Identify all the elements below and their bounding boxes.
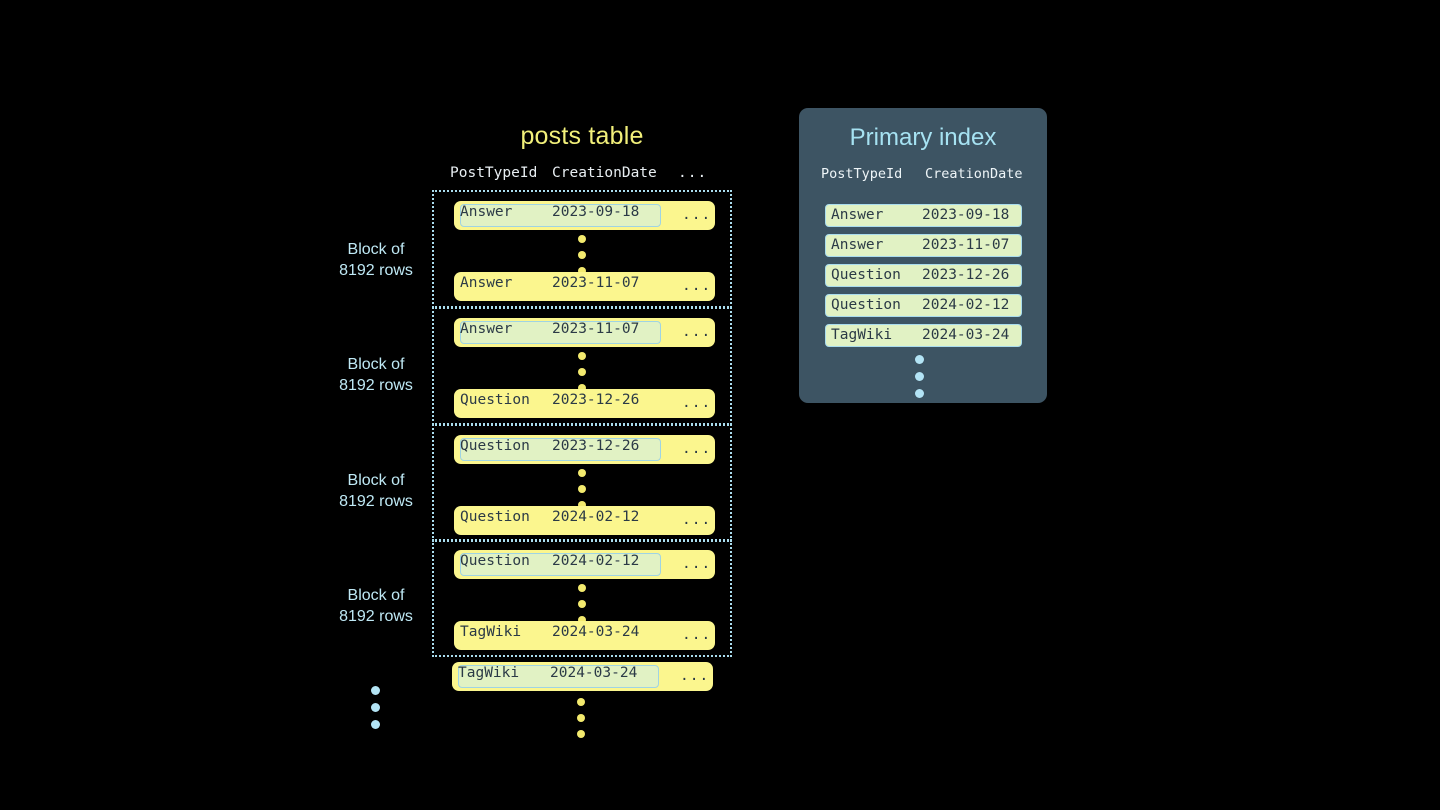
block-label-line2: 8192 rows bbox=[339, 608, 413, 625]
block-label-line2: 8192 rows bbox=[339, 262, 413, 279]
indexed-entry-highlight bbox=[460, 204, 661, 227]
index-entry: Question 2023-12-26 bbox=[825, 264, 1022, 287]
block-label-1: Block of 8192 rows bbox=[306, 239, 446, 281]
index-cell-posttypeid: Answer bbox=[831, 207, 884, 223]
block-label-4: Block of 8192 rows bbox=[306, 585, 446, 627]
posts-table-title: posts table bbox=[520, 122, 644, 150]
primary-index-title: Primary index bbox=[849, 124, 997, 151]
cell-ellipsis: ... bbox=[682, 324, 712, 340]
index-cell-creationdate: 2023-11-07 bbox=[922, 237, 1010, 253]
block-label-2: Block of 8192 rows bbox=[306, 354, 446, 396]
cell-posttypeid: Question bbox=[460, 553, 530, 569]
index-column-header-creationdate: CreationDate bbox=[925, 166, 1023, 182]
row-ellipsis-dots bbox=[578, 584, 586, 624]
index-entry: Answer 2023-11-07 bbox=[825, 234, 1022, 257]
table-row: Question 2024-02-12 ... bbox=[454, 506, 715, 535]
table-row: TagWiki 2024-03-24 ... bbox=[454, 621, 715, 650]
index-cell-creationdate: 2024-02-12 bbox=[922, 297, 1010, 313]
cell-posttypeid: Question bbox=[460, 509, 530, 525]
table-row: Question 2024-02-12 ... bbox=[454, 550, 715, 579]
table-row: Answer 2023-09-18 ... bbox=[454, 201, 715, 230]
column-header-ellipsis: ... bbox=[678, 165, 708, 181]
cell-posttypeid: TagWiki bbox=[460, 624, 522, 640]
posts-table-column-headers: PostTypeId CreationDate ... bbox=[432, 165, 732, 187]
cell-creationdate: 2023-11-07 bbox=[552, 275, 640, 291]
table-row: Question 2023-12-26 ... bbox=[454, 389, 715, 418]
indexed-entry-highlight bbox=[460, 553, 661, 576]
block-label-line2: 8192 rows bbox=[339, 377, 413, 394]
table-block-1: Answer 2023-09-18 ... Answer 2023-11-07 … bbox=[432, 190, 732, 308]
cell-creationdate: 2023-11-07 bbox=[552, 321, 640, 337]
indexed-entry-highlight bbox=[460, 321, 661, 344]
block-label-line2: 8192 rows bbox=[339, 493, 413, 510]
cell-posttypeid: Answer bbox=[460, 321, 513, 337]
index-cell-posttypeid: TagWiki bbox=[831, 327, 893, 343]
cell-ellipsis: ... bbox=[682, 278, 712, 294]
column-header-creationdate: CreationDate bbox=[552, 165, 657, 181]
primary-index-column-headers: PostTypeId CreationDate bbox=[799, 166, 1047, 188]
table-block-2: Answer 2023-11-07 ... Question 2023-12-2… bbox=[432, 307, 732, 425]
index-cell-posttypeid: Question bbox=[831, 267, 901, 283]
index-cell-creationdate: 2023-12-26 bbox=[922, 267, 1010, 283]
indexed-entry-highlight bbox=[460, 438, 661, 461]
cell-posttypeid: Answer bbox=[460, 275, 513, 291]
index-cell-creationdate: 2023-09-18 bbox=[922, 207, 1010, 223]
column-header-posttypeid: PostTypeId bbox=[450, 165, 538, 181]
block-label-line1: Block of bbox=[347, 241, 405, 258]
cell-creationdate: 2023-09-18 bbox=[552, 204, 640, 220]
cell-posttypeid: TagWiki bbox=[458, 665, 520, 681]
cell-creationdate: 2024-03-24 bbox=[552, 624, 640, 640]
cell-creationdate: 2024-02-12 bbox=[552, 509, 640, 525]
cell-posttypeid: Question bbox=[460, 392, 530, 408]
primary-index-panel: Primary index PostTypeId CreationDate An… bbox=[799, 108, 1047, 403]
cell-creationdate: 2023-12-26 bbox=[552, 438, 640, 454]
cell-posttypeid: Question bbox=[460, 438, 530, 454]
index-cell-posttypeid: Answer bbox=[831, 237, 884, 253]
blocks-continuation-dots bbox=[371, 686, 380, 729]
cell-ellipsis: ... bbox=[682, 627, 712, 643]
cell-ellipsis: ... bbox=[680, 668, 710, 684]
row-ellipsis-dots bbox=[578, 469, 586, 509]
cell-ellipsis: ... bbox=[682, 395, 712, 411]
indexed-entry-highlight bbox=[458, 665, 659, 688]
index-entry: Question 2024-02-12 bbox=[825, 294, 1022, 317]
cell-creationdate: 2024-03-24 bbox=[550, 665, 638, 681]
cell-ellipsis: ... bbox=[682, 512, 712, 528]
table-row: Answer 2023-11-07 ... bbox=[454, 272, 715, 301]
index-entry: Answer 2023-09-18 bbox=[825, 204, 1022, 227]
index-entry: TagWiki 2024-03-24 bbox=[825, 324, 1022, 347]
table-row: Answer 2023-11-07 ... bbox=[454, 318, 715, 347]
cell-creationdate: 2023-12-26 bbox=[552, 392, 640, 408]
row-ellipsis-dots bbox=[578, 235, 586, 275]
block-label-line1: Block of bbox=[347, 356, 405, 373]
table-block-4: Question 2024-02-12 ... TagWiki 2024-03-… bbox=[432, 539, 732, 657]
index-column-header-posttypeid: PostTypeId bbox=[821, 166, 903, 182]
index-cell-posttypeid: Question bbox=[831, 297, 901, 313]
table-row-tail: TagWiki 2024-03-24 ... bbox=[452, 662, 713, 691]
cell-creationdate: 2024-02-12 bbox=[552, 553, 640, 569]
cell-posttypeid: Answer bbox=[460, 204, 513, 220]
block-label-line1: Block of bbox=[347, 587, 405, 604]
table-row: Question 2023-12-26 ... bbox=[454, 435, 715, 464]
row-ellipsis-dots bbox=[578, 352, 586, 392]
cell-ellipsis: ... bbox=[682, 441, 712, 457]
block-label-3: Block of 8192 rows bbox=[306, 470, 446, 512]
cell-ellipsis: ... bbox=[682, 207, 712, 223]
index-continuation-dots bbox=[915, 355, 924, 398]
block-label-line1: Block of bbox=[347, 472, 405, 489]
index-cell-creationdate: 2024-03-24 bbox=[922, 327, 1010, 343]
table-continuation-dots bbox=[577, 698, 585, 738]
cell-ellipsis: ... bbox=[682, 556, 712, 572]
table-block-3: Question 2023-12-26 ... Question 2024-02… bbox=[432, 424, 732, 542]
